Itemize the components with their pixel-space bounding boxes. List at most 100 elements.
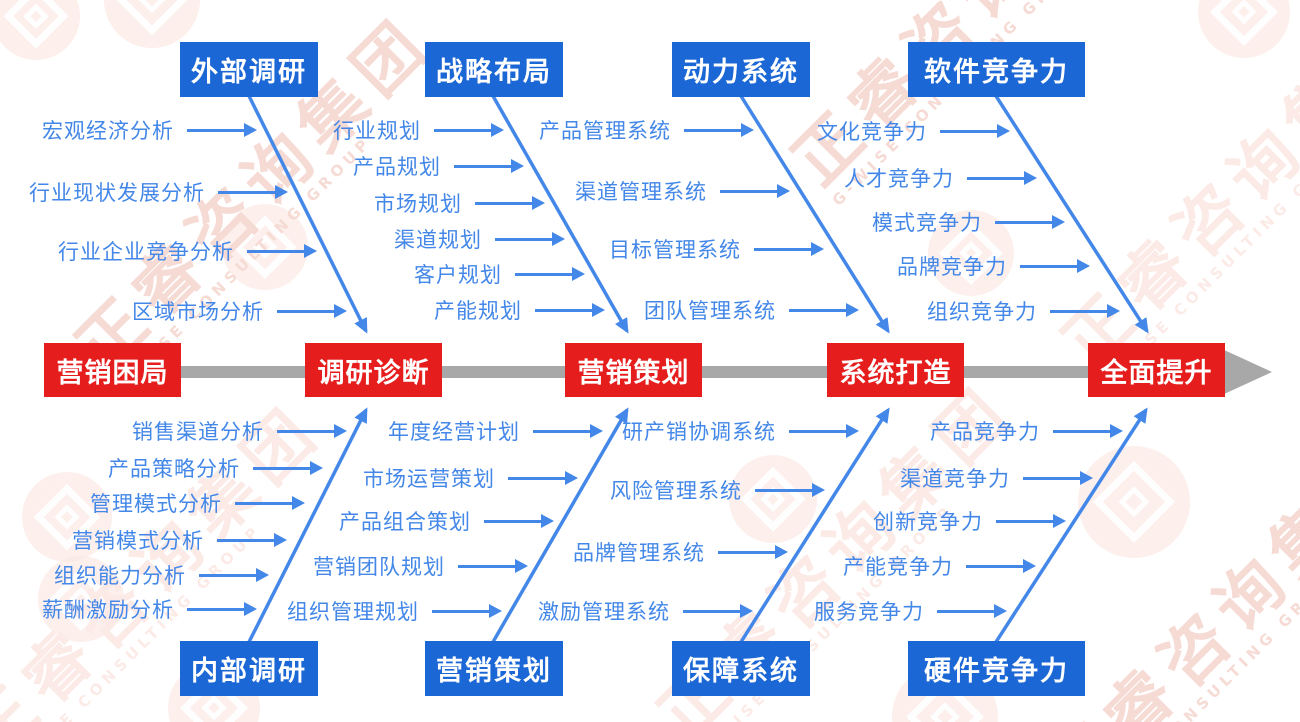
factor-item: 研产销协调系统 — [622, 416, 859, 446]
category-label: 外部调研 — [191, 57, 307, 88]
factor-label: 产品组合策划 — [339, 510, 471, 534]
category-label: 软件竞争力 — [924, 57, 1069, 88]
right-arrow-icon — [754, 241, 824, 257]
factor-label: 产能规划 — [434, 299, 522, 323]
stage-label: 调研诊断 — [317, 357, 430, 389]
factor-item: 品牌竞争力 — [897, 251, 1090, 281]
factor-item: 组织竞争力 — [927, 296, 1120, 326]
factor-item: 产品竞争力 — [930, 416, 1123, 446]
factor-item: 薪酬激励分析 — [42, 594, 257, 624]
factor-label: 市场规划 — [374, 192, 462, 216]
factor-label: 品牌管理系统 — [573, 541, 705, 565]
right-arrow-icon — [187, 122, 257, 138]
factor-item: 产能竞争力 — [843, 551, 1036, 581]
factor-label: 市场运营策划 — [363, 467, 495, 491]
factor-item: 产品规划 — [353, 151, 524, 181]
factor-label: 产品管理系统 — [539, 119, 671, 143]
right-arrow-icon — [718, 544, 788, 560]
stage-label: 全面提升 — [1100, 357, 1213, 389]
category-box-hardware-competitiveness: 硬件竞争力 — [908, 641, 1085, 696]
factor-label: 品牌竞争力 — [897, 255, 1007, 279]
factor-item: 渠道管理系统 — [575, 176, 790, 206]
category-box-support-system: 保障系统 — [672, 641, 810, 696]
stage-label: 系统打造 — [839, 357, 952, 389]
stage-label: 营销困局 — [56, 357, 169, 389]
factor-label: 创新竞争力 — [873, 510, 983, 534]
right-arrow-icon — [199, 567, 269, 583]
category-label: 动力系统 — [683, 57, 799, 88]
factor-label: 组织能力分析 — [54, 564, 186, 588]
factor-item: 区域市场分析 — [132, 296, 347, 326]
right-arrow-icon — [508, 470, 578, 486]
right-arrow-icon — [495, 231, 565, 247]
factor-label: 管理模式分析 — [90, 492, 222, 516]
right-arrow-icon — [1020, 258, 1090, 274]
factor-item: 管理模式分析 — [90, 488, 305, 518]
factor-item: 文化竞争力 — [817, 116, 1010, 146]
factor-item: 营销团队规划 — [313, 551, 528, 581]
factor-label: 渠道管理系统 — [575, 180, 707, 204]
right-arrow-icon — [217, 532, 287, 548]
factor-item: 组织能力分析 — [54, 560, 269, 590]
right-arrow-icon — [235, 495, 305, 511]
factor-label: 激励管理系统 — [538, 600, 670, 624]
right-arrow-icon — [684, 122, 754, 138]
factor-label: 营销模式分析 — [72, 529, 204, 553]
right-arrow-icon — [475, 195, 545, 211]
stage-box-marketing-dilemma: 营销困局 — [44, 343, 181, 397]
factor-item: 组织管理规划 — [287, 596, 502, 626]
right-arrow-icon — [1023, 470, 1093, 486]
stage-box-marketing-planning: 营销策划 — [565, 343, 702, 397]
category-box-external-research: 外部调研 — [180, 42, 318, 97]
factor-item: 行业企业竞争分析 — [58, 236, 317, 266]
factor-label: 薪酬激励分析 — [42, 598, 174, 622]
factor-item: 服务竞争力 — [814, 596, 1007, 626]
factor-item: 渠道竞争力 — [900, 463, 1093, 493]
factor-label: 人才竞争力 — [844, 167, 954, 191]
factor-item: 宏观经济分析 — [42, 115, 257, 145]
factor-item: 产能规划 — [434, 295, 605, 325]
factor-item: 团队管理系统 — [644, 295, 859, 325]
category-box-power-system: 动力系统 — [672, 42, 810, 97]
factor-label: 销售渠道分析 — [132, 420, 264, 444]
factor-item: 产品策略分析 — [108, 453, 323, 483]
factor-item: 销售渠道分析 — [132, 416, 347, 446]
factor-label: 渠道规划 — [394, 228, 482, 252]
factor-label: 风险管理系统 — [610, 479, 742, 503]
factor-label: 团队管理系统 — [644, 299, 776, 323]
right-arrow-icon — [277, 423, 347, 439]
right-arrow-icon — [683, 603, 753, 619]
factor-item: 行业现状发展分析 — [29, 177, 288, 207]
category-label: 保障系统 — [683, 656, 799, 687]
factor-item: 风险管理系统 — [610, 475, 825, 505]
factor-label: 研产销协调系统 — [622, 420, 776, 444]
factor-label: 产品竞争力 — [930, 420, 1040, 444]
bone-arrow-bottom-1 — [247, 407, 368, 643]
stage-box-system-building: 系统打造 — [827, 343, 964, 397]
right-arrow-icon — [247, 243, 317, 259]
factor-label: 产能竞争力 — [843, 555, 953, 579]
right-arrow-icon — [484, 513, 554, 529]
right-arrow-icon — [995, 214, 1065, 230]
factor-item: 客户规划 — [414, 259, 585, 289]
factor-label: 渠道竞争力 — [900, 467, 1010, 491]
stage-box-overall-improvement: 全面提升 — [1088, 343, 1225, 397]
bone-arrow-bottom-2 — [491, 407, 629, 643]
factor-item: 市场规划 — [374, 188, 545, 218]
right-arrow-icon — [454, 158, 524, 174]
bone-arrow-top-2 — [491, 95, 629, 334]
right-arrow-icon — [1053, 423, 1123, 439]
category-label: 营销策划 — [436, 656, 552, 687]
factor-item: 目标管理系统 — [609, 234, 824, 264]
right-arrow-icon — [187, 601, 257, 617]
category-label: 硬件竞争力 — [924, 656, 1069, 687]
factor-label: 营销团队规划 — [313, 555, 445, 579]
category-box-internal-research: 内部调研 — [180, 641, 318, 696]
bone-arrow-top-4 — [994, 95, 1149, 334]
factor-label: 行业企业竞争分析 — [58, 240, 234, 264]
right-arrow-icon — [277, 303, 347, 319]
factor-label: 文化竞争力 — [817, 120, 927, 144]
factor-item: 行业规划 — [333, 115, 504, 145]
right-arrow-icon — [434, 122, 504, 138]
